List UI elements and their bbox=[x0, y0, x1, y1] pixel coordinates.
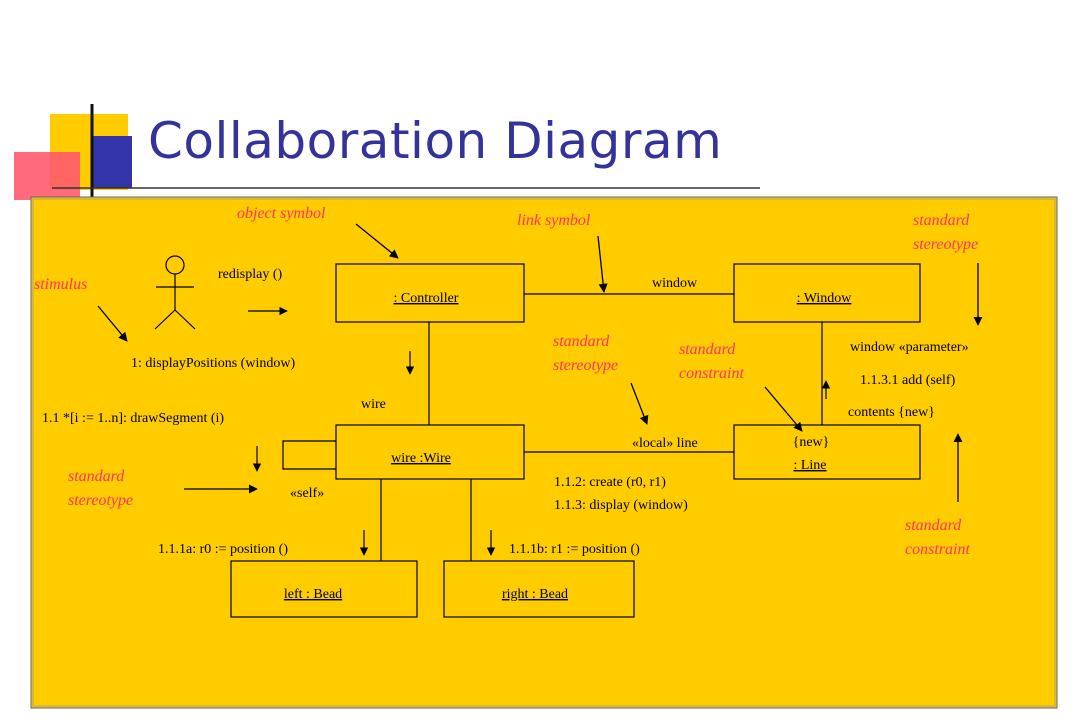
stereotype-mid-pointer bbox=[630, 382, 649, 425]
line-box bbox=[733, 424, 921, 480]
link-symbol-pointer bbox=[597, 235, 608, 293]
left-bead-label: left : Bead bbox=[284, 587, 342, 602]
actor-left-leg bbox=[154, 309, 176, 330]
stimulus-pointer bbox=[97, 305, 128, 342]
window-label: : Window bbox=[797, 291, 853, 306]
annotation-labels: object symbol link symbol stimulus stand… bbox=[34, 205, 978, 558]
annotation-arrows bbox=[97, 223, 983, 502]
annotation-link-symbol: link symbol bbox=[517, 212, 591, 229]
create-message: 1.1.2: create (r0, r1) bbox=[554, 475, 666, 490]
controller-box bbox=[335, 263, 525, 323]
line-constraint-label: {new} bbox=[793, 435, 830, 450]
position-r1-message: 1.1.1b: r1 := position () bbox=[509, 542, 640, 557]
message-arrows bbox=[248, 306, 831, 556]
annotation-stereotype-left-line2: stereotype bbox=[68, 492, 133, 509]
annotation-stereotype-left-line1: standard bbox=[68, 468, 125, 485]
draw-segment-message: 1.1 *[i := 1..n]: drawSegment (i) bbox=[42, 411, 224, 426]
slide-title: Collaboration Diagram bbox=[148, 112, 723, 170]
display-positions-message: 1: displayPositions (window) bbox=[131, 356, 295, 371]
wire-box bbox=[335, 424, 525, 480]
annotation-constraint-br-line1: standard bbox=[905, 517, 962, 534]
decor-blue-block bbox=[92, 136, 132, 188]
annotation-stereotype-mid-line2: stereotype bbox=[553, 357, 618, 374]
actor-right-leg bbox=[174, 309, 196, 330]
self-link-loop bbox=[282, 440, 336, 470]
window-parameter-label: window «parameter» bbox=[850, 340, 969, 355]
right-bead-box bbox=[443, 560, 635, 618]
local-line-label: «local» line bbox=[632, 436, 698, 451]
annotation-stereotype-mid-line1: standard bbox=[553, 333, 610, 350]
annotation-constraint-mid-line2: constraint bbox=[679, 365, 744, 382]
corner-decoration bbox=[14, 104, 760, 212]
window-link-label: window bbox=[652, 276, 698, 291]
decor-red-block bbox=[14, 152, 80, 200]
message-labels: redisplay () 1: displayPositions (window… bbox=[42, 267, 969, 557]
redisplay-message: redisplay () bbox=[218, 267, 282, 282]
controller-label: : Controller bbox=[394, 291, 459, 306]
window-box bbox=[733, 263, 921, 323]
wire-link-label: wire bbox=[361, 397, 386, 412]
links bbox=[282, 293, 823, 561]
right-bead-label: right : Bead bbox=[502, 587, 568, 602]
object-symbol-pointer bbox=[355, 223, 399, 259]
annotation-object-symbol: object symbol bbox=[237, 205, 326, 222]
wire-label: wire :Wire bbox=[391, 451, 451, 466]
left-bead-box bbox=[230, 560, 418, 618]
annotation-stereotype-tr-line2: stereotype bbox=[913, 236, 978, 253]
constraint-mid-pointer bbox=[764, 386, 803, 432]
diagram-panel-inner-border bbox=[32, 198, 1056, 707]
annotation-constraint-br-line2: constraint bbox=[905, 541, 970, 558]
self-link-label: «self» bbox=[290, 486, 324, 501]
position-r0-message: 1.1.1a: r0 := position () bbox=[158, 542, 288, 557]
display-message: 1.1.3: display (window) bbox=[554, 498, 688, 513]
object-labels: : Controller : Window wire :Wire {new} :… bbox=[284, 291, 852, 602]
line-label: : Line bbox=[793, 458, 826, 473]
contents-new-label: contents {new} bbox=[848, 405, 935, 420]
stick-figure-icon bbox=[154, 255, 196, 330]
annotation-constraint-mid-line1: standard bbox=[679, 341, 736, 358]
annotation-stereotype-tr-line1: standard bbox=[913, 212, 970, 229]
object-boxes bbox=[230, 263, 921, 618]
annotation-stimulus: stimulus bbox=[34, 276, 87, 293]
add-self-message: 1.1.3.1 add (self) bbox=[860, 373, 956, 388]
